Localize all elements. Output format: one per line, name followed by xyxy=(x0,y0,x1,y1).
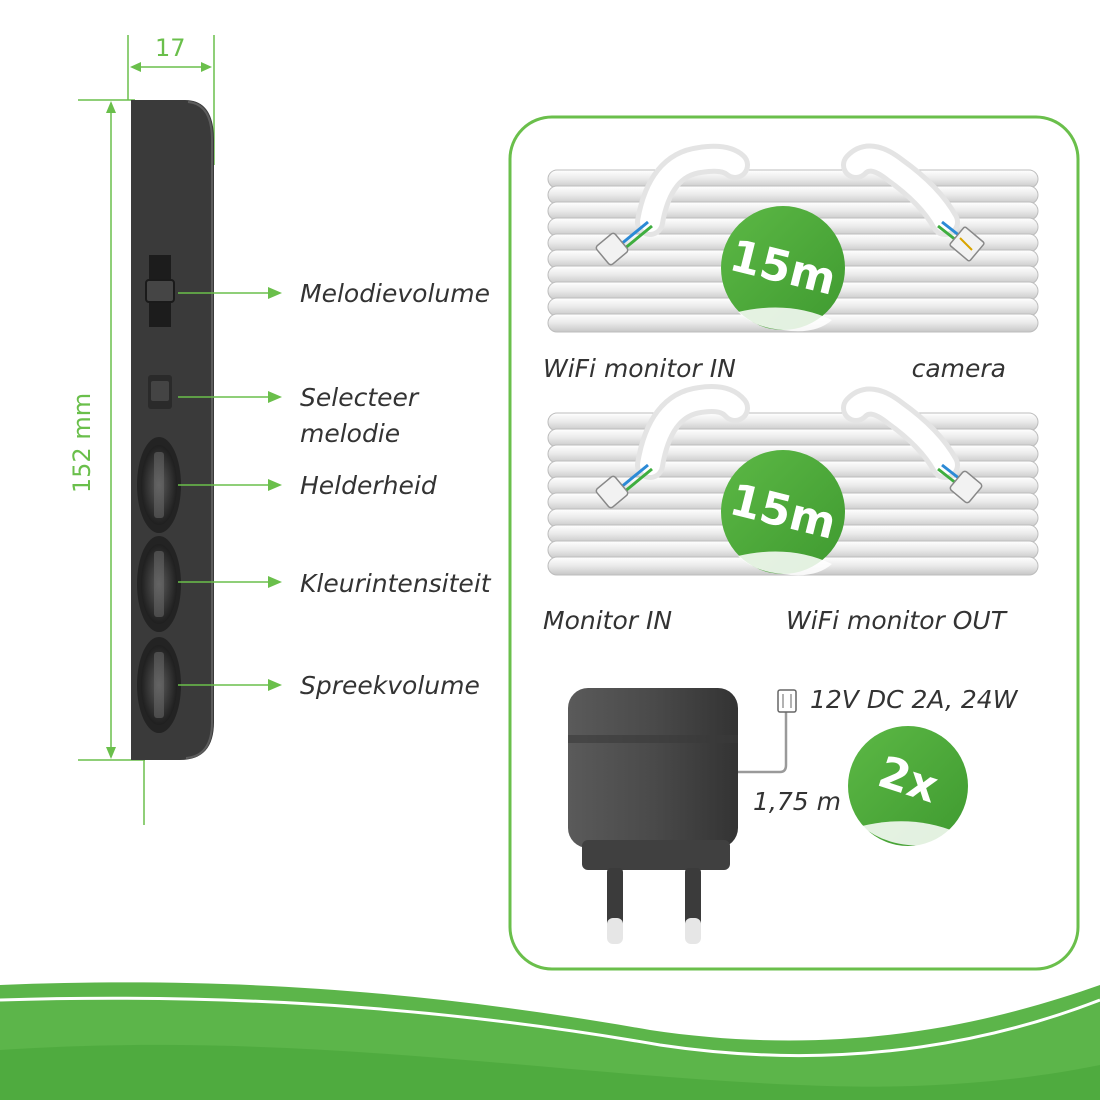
height-arrow-bottom xyxy=(106,747,116,759)
cable2-left-label: Monitor IN xyxy=(543,606,673,635)
rj-connector-right-2 xyxy=(937,463,983,504)
length-badge-1 xyxy=(721,206,845,332)
speech-volume-wheel[interactable] xyxy=(137,637,181,733)
cable2-right-label: WiFi monitor OUT xyxy=(786,606,1006,635)
cable-coil-2 xyxy=(547,384,1039,576)
bottom-wave xyxy=(0,982,1100,1100)
height-dimension-label: 152 mm xyxy=(68,392,96,494)
cable-loop xyxy=(547,169,1039,189)
callout-arrows xyxy=(178,287,282,691)
cable1-right-label: camera xyxy=(911,354,1006,383)
rj-connector-left-2 xyxy=(595,463,653,509)
select-melody-button-face xyxy=(151,381,169,401)
cable-coil-1 xyxy=(547,143,1039,333)
control-label-brightness: Helderheid xyxy=(300,471,437,500)
brightness-wheel[interactable] xyxy=(137,437,181,533)
width-arrow-left xyxy=(130,62,141,72)
width-arrow-right xyxy=(201,62,212,72)
dc-connector xyxy=(777,689,797,713)
monitor-edge-highlight xyxy=(185,101,213,759)
control-label-speech-volume: Spreekvolume xyxy=(300,671,480,700)
adapter-base xyxy=(582,840,730,870)
cable-loop xyxy=(547,412,1039,432)
quantity-badge xyxy=(848,726,968,846)
cable-loop xyxy=(547,428,1039,448)
color-intensity-wheel[interactable] xyxy=(137,536,181,632)
melody-slider-thumb[interactable] xyxy=(145,279,175,303)
rj-connector-right-1 xyxy=(937,220,985,262)
width-dimension-label: 17 xyxy=(155,34,186,62)
control-label-melody-volume: Melodievolume xyxy=(300,279,491,308)
power-adapter xyxy=(568,688,968,944)
cable-loop xyxy=(547,185,1039,205)
device-side-view xyxy=(78,35,282,825)
control-label-select-melody: Selecteer melodie xyxy=(300,383,419,449)
height-arrow-top xyxy=(106,101,116,113)
adapter-body xyxy=(568,688,738,848)
cable1-left-label: WiFi monitor IN xyxy=(543,354,736,383)
adapter-cord-length-label: 1,75 m xyxy=(753,787,841,816)
control-label-color-intensity: Kleurintensiteit xyxy=(300,569,491,598)
length-badge-2 xyxy=(721,450,845,576)
rj-connector-left-1 xyxy=(595,220,653,266)
adapter-spec-label: 12V DC 2A, 24W xyxy=(810,685,1018,714)
adapter-cord xyxy=(738,710,788,774)
